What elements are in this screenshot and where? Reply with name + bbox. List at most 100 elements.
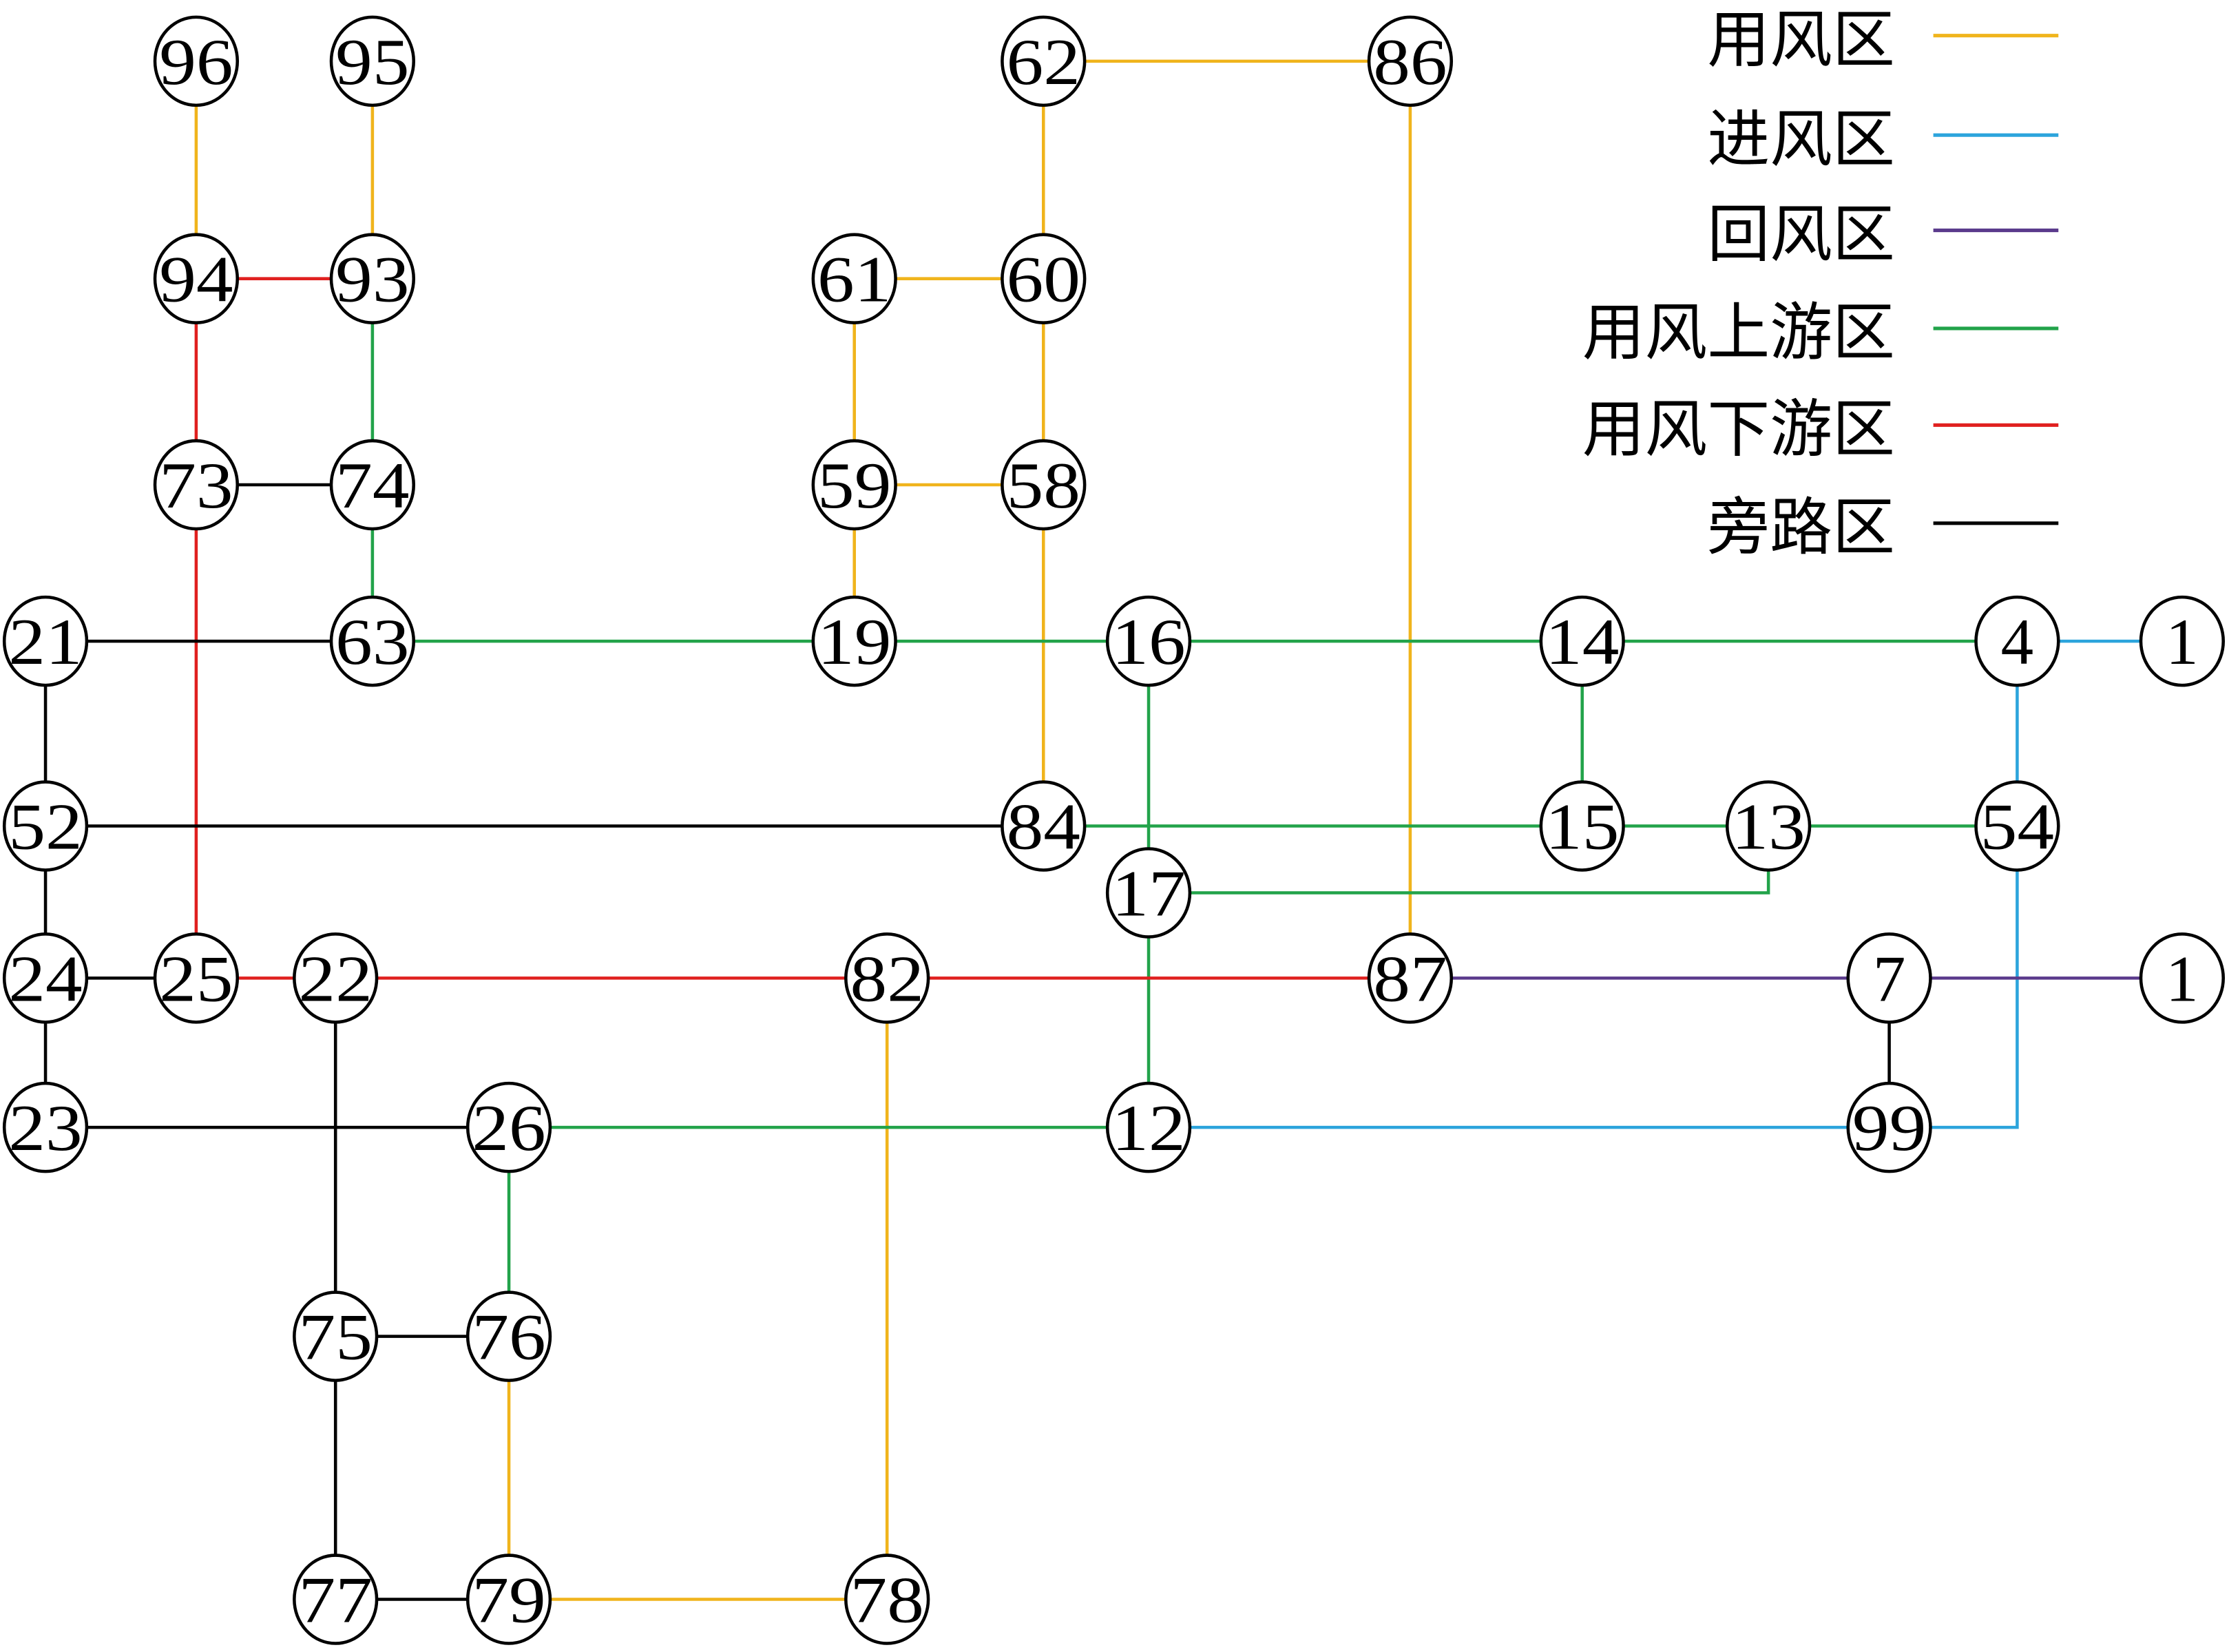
legend-label: 进风区 xyxy=(1707,103,1895,176)
node-1a: 1 xyxy=(2139,595,2226,687)
node-circle xyxy=(153,233,240,324)
node-63: 63 xyxy=(329,595,416,687)
node-label: 61 xyxy=(817,243,891,316)
node-circle xyxy=(329,233,416,324)
node-label: 4 xyxy=(2001,605,2033,678)
node-circle xyxy=(153,15,240,107)
node-circle xyxy=(811,233,897,324)
node-82: 82 xyxy=(844,932,930,1024)
node-label: 62 xyxy=(1007,25,1080,98)
node-circle xyxy=(465,1081,552,1173)
node-circle xyxy=(1539,595,1625,687)
node-label: 94 xyxy=(159,243,233,316)
node-circle xyxy=(2,932,89,1024)
node-label: 58 xyxy=(1007,449,1080,522)
legend-item-use: 用风区 xyxy=(1707,4,2059,76)
node-circle xyxy=(1105,1081,1192,1173)
node-circle xyxy=(2,1081,89,1173)
legend-item-bypass: 旁路区 xyxy=(1707,492,2059,564)
node-label: 77 xyxy=(299,1564,373,1637)
legend-label: 用风上游区 xyxy=(1582,297,1895,369)
node-circle xyxy=(329,595,416,687)
node-label: 26 xyxy=(472,1091,545,1164)
node-label: 87 xyxy=(1373,942,1447,1015)
node-circle xyxy=(465,1290,552,1382)
node-label: 21 xyxy=(8,605,82,678)
node-54: 54 xyxy=(1974,780,2060,872)
node-25: 25 xyxy=(153,932,240,1024)
node-label: 1 xyxy=(2166,605,2198,678)
node-76: 76 xyxy=(465,1290,552,1382)
node-label: 74 xyxy=(335,449,409,522)
node-1b: 1 xyxy=(2139,932,2226,1024)
node-label: 24 xyxy=(8,942,82,1015)
node-96: 96 xyxy=(153,15,240,107)
node-label: 7 xyxy=(1873,942,1905,1015)
node-label: 17 xyxy=(1111,857,1185,930)
node-62: 62 xyxy=(1001,15,1087,107)
node-circle xyxy=(153,439,240,531)
node-circle xyxy=(1846,1081,1932,1173)
node-circle xyxy=(811,439,897,531)
legend-item-upstream: 用风上游区 xyxy=(1582,297,2059,369)
node-14: 14 xyxy=(1539,595,1625,687)
node-circle xyxy=(2139,932,2226,1024)
node-label: 13 xyxy=(1731,791,1805,864)
node-label: 73 xyxy=(159,449,233,522)
node-circle xyxy=(844,1554,930,1645)
node-15: 15 xyxy=(1539,780,1625,872)
node-circle xyxy=(293,932,379,1024)
node-label: 93 xyxy=(335,243,409,316)
node-circle xyxy=(465,1554,552,1645)
node-16: 16 xyxy=(1105,595,1192,687)
legend-label: 用风下游区 xyxy=(1582,393,1895,466)
node-93: 93 xyxy=(329,233,416,324)
node-label: 19 xyxy=(817,605,891,678)
node-label: 16 xyxy=(1111,605,1185,678)
node-circle xyxy=(2,595,89,687)
node-52: 52 xyxy=(2,780,89,872)
legend-label: 用风区 xyxy=(1707,4,1895,76)
node-circle xyxy=(1001,15,1087,107)
node-label: 1 xyxy=(2166,942,2198,1015)
node-label: 59 xyxy=(817,449,891,522)
node-circle xyxy=(329,439,416,531)
node-19: 19 xyxy=(811,595,897,687)
node-13: 13 xyxy=(1725,780,1812,872)
node-circle xyxy=(1001,780,1087,872)
node-label: 23 xyxy=(8,1091,82,1164)
node-circle xyxy=(1001,233,1087,324)
node-circle xyxy=(329,15,416,107)
legend-label: 回风区 xyxy=(1707,199,1895,271)
node-87: 87 xyxy=(1367,932,1454,1024)
node-label: 86 xyxy=(1373,25,1447,98)
node-circle xyxy=(1367,15,1454,107)
node-24: 24 xyxy=(2,932,89,1024)
node-label: 54 xyxy=(1980,791,2054,864)
node-label: 60 xyxy=(1007,243,1080,316)
node-59: 59 xyxy=(811,439,897,531)
node-label: 14 xyxy=(1545,605,1619,678)
node-58: 58 xyxy=(1001,439,1087,531)
node-circle xyxy=(293,1554,379,1645)
node-circle xyxy=(1105,847,1192,939)
node-label: 96 xyxy=(159,25,233,98)
node-94: 94 xyxy=(153,233,240,324)
node-label: 99 xyxy=(1852,1091,1926,1164)
node-21: 21 xyxy=(2,595,89,687)
node-78: 78 xyxy=(844,1554,930,1645)
node-79: 79 xyxy=(465,1554,552,1645)
node-label: 25 xyxy=(159,942,233,1015)
edge-upstream-17-13 xyxy=(1149,826,1770,895)
node-95: 95 xyxy=(329,15,416,107)
node-75: 75 xyxy=(293,1290,379,1382)
node-circle xyxy=(844,932,930,1024)
node-circle xyxy=(1001,439,1087,531)
node-23: 23 xyxy=(2,1081,89,1173)
legend: 用风区 进风区 回风区 用风上游区 用风下游区 旁路区 xyxy=(1582,4,2059,564)
node-circle xyxy=(153,932,240,1024)
legend-item-downstream: 用风下游区 xyxy=(1582,393,2059,466)
node-label: 12 xyxy=(1111,1091,1185,1164)
node-4: 4 xyxy=(1974,595,2060,687)
